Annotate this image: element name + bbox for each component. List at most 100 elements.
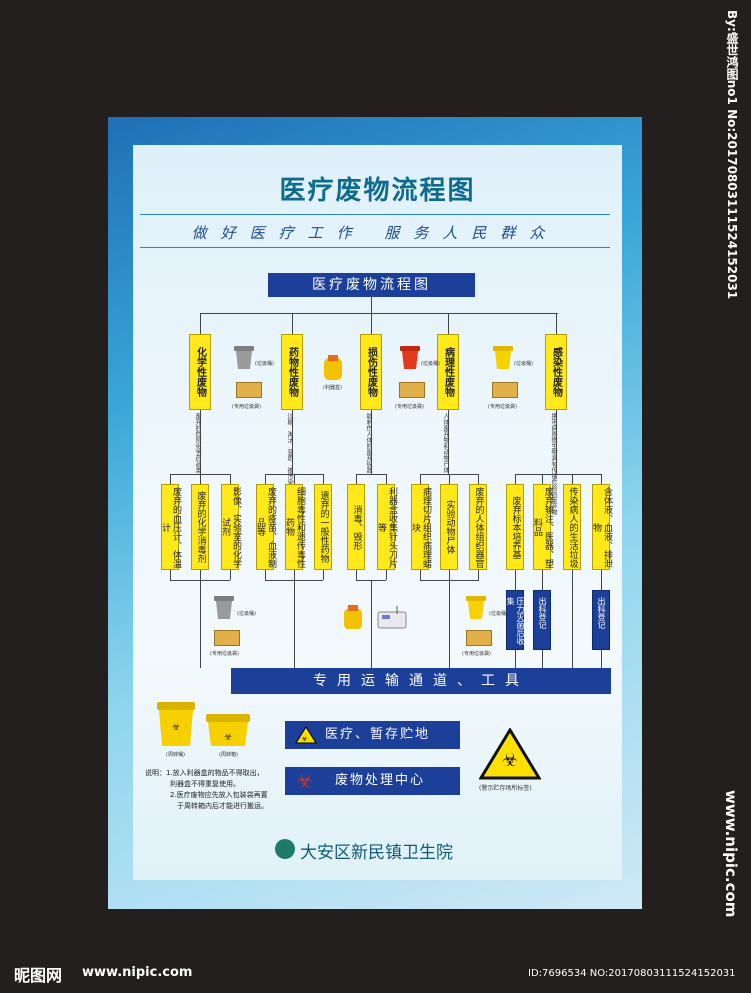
transfer-box-caption: (周转箱) xyxy=(219,752,238,758)
connector xyxy=(601,570,602,590)
hospital-logo-icon xyxy=(275,839,295,859)
sharps-container-icon xyxy=(322,355,344,381)
category-description: 人体废弃物和动物尸体 xyxy=(442,413,449,473)
disposal-center-box: ☣ 废物处理中心 xyxy=(285,767,460,795)
subitem-box: 病理切片组织病理蜡块 xyxy=(410,484,431,570)
connector xyxy=(371,297,372,313)
sharps-container-icon xyxy=(343,604,363,630)
bag-caption: (专用垃圾袋) xyxy=(395,404,424,410)
connector xyxy=(265,474,266,484)
warning-sign-caption: (警示贮存场所标签) xyxy=(479,785,532,792)
category-chemical: 化学性废物 xyxy=(189,334,211,410)
storage-label: 医疗、暂存贮地 xyxy=(325,727,431,742)
connector xyxy=(200,474,201,484)
connector xyxy=(601,650,602,668)
storage-box: ☣ 医疗、暂存贮地 xyxy=(285,721,460,749)
watermark-vertical: By:盛世鸿图no1 No:20170803111524152031 xyxy=(725,10,739,300)
sharps-caption: (利器盒) xyxy=(323,385,342,391)
connector xyxy=(371,580,372,668)
note-line: 2.医疗废物应先放入包装袋再置 xyxy=(170,791,268,799)
connector xyxy=(572,474,573,484)
watermark-id: ID:7696534 NO:20170803111524152031 xyxy=(528,968,736,979)
process-tag: 出科登记 xyxy=(533,590,551,650)
connector xyxy=(515,650,516,668)
connector xyxy=(371,313,372,335)
bag-caption: (专用垃圾袋) xyxy=(462,651,491,657)
connector xyxy=(542,474,543,484)
connector xyxy=(556,410,557,474)
connector xyxy=(170,570,171,580)
connector xyxy=(515,474,516,484)
note-line: 于周转箱内后才能进行搬运。 xyxy=(177,802,268,810)
hospital-name: 大安区新民镇卫生院 xyxy=(300,843,453,863)
connector xyxy=(292,313,293,335)
bin-caption: (垃圾桶) xyxy=(514,361,533,367)
connector xyxy=(386,570,387,580)
subitem-box: 遗弃的一般性药物 xyxy=(314,484,332,570)
subitem-box: 细胞毒性和遗传毒性药物 xyxy=(284,484,305,570)
subitem-box: 废弃的疫苗、血液制品等 xyxy=(255,484,276,570)
bag-caption: (专用垃圾袋) xyxy=(232,404,261,410)
connector xyxy=(448,313,449,335)
connector xyxy=(230,570,231,580)
waste-bag-label-icon xyxy=(399,382,425,398)
yellow-transfer-box-icon: ☣ xyxy=(205,712,251,748)
category-pathological: 病理性废物 xyxy=(437,334,459,410)
connector xyxy=(478,474,479,484)
connector xyxy=(572,570,573,668)
subitem-box: 废弃的化学消毒剂 xyxy=(191,484,209,570)
transfer-bin-caption: (周转桶) xyxy=(166,752,185,758)
category-pharmaceutical: 药物性废物 xyxy=(281,334,303,410)
connector xyxy=(420,474,421,484)
connector xyxy=(478,570,479,580)
watermark-brand: 昵图网 xyxy=(14,966,63,985)
process-tag: 出科登记 xyxy=(592,590,610,650)
svg-text:☣: ☣ xyxy=(224,732,233,743)
category-description: 携带病原微生物具有传播危险的废弃物 xyxy=(550,413,557,515)
connector xyxy=(200,313,201,335)
category-description: 能刺伤人体的废弃锐器 xyxy=(365,413,372,473)
waste-bag-label-icon xyxy=(214,630,240,646)
connector xyxy=(294,474,295,484)
biohazard-warning-sign-icon: ☣ xyxy=(478,727,542,780)
yellow-transfer-bin-icon: ☣ xyxy=(155,700,197,748)
connector xyxy=(449,474,450,484)
bin-caption: (垃圾桶) xyxy=(489,611,508,617)
subitem-box: 含体液、血液、排泄物 xyxy=(591,484,612,570)
category-description: 过期、淘汰、变质、被污染的废弃药品 xyxy=(286,413,293,515)
connector xyxy=(356,474,386,475)
connector xyxy=(420,570,421,580)
svg-text:☣: ☣ xyxy=(172,722,181,733)
connector xyxy=(515,570,516,590)
connector xyxy=(200,570,201,668)
connector xyxy=(448,410,449,474)
connector xyxy=(200,410,201,474)
subitem-box: 废弃输注、医器、塑料品 xyxy=(532,484,553,570)
subitem-box: 废弃的血压计、体温计 xyxy=(160,484,181,570)
watermark-site-vertical: www.nipic.com xyxy=(722,790,740,918)
connector xyxy=(601,474,602,484)
slogan-divider-bottom xyxy=(140,247,610,248)
watermark-url: www.nipic.com xyxy=(82,965,193,980)
biohazard-icon: ☣ xyxy=(295,770,317,792)
note-line: 说明：1.放入利器盒的物品不得取出， xyxy=(145,769,264,777)
poster-title: 医疗废物流程图 xyxy=(279,176,476,206)
connector xyxy=(200,313,558,314)
waste-bag-label-icon xyxy=(492,382,518,398)
subitem-box: 废弃的人体组织器官 xyxy=(469,484,487,570)
yellow-bin-icon xyxy=(492,344,514,370)
connector xyxy=(386,474,387,484)
subitem-box: 废弃标本培养基 xyxy=(506,484,524,570)
bag-caption: (专用垃圾袋) xyxy=(210,651,239,657)
yellow-bin-icon xyxy=(465,594,487,620)
transport-bar: 专用运输通道、工具 xyxy=(231,668,611,694)
category-infectious: 感染性废物 xyxy=(545,334,567,410)
gray-bin-icon xyxy=(233,344,255,370)
subitem-box: 传染病人的生活垃圾 xyxy=(563,484,581,570)
needle-destroyer-icon xyxy=(377,606,407,630)
bag-caption: (专用垃圾袋) xyxy=(488,404,517,410)
category-description: 废弃的危险化学药品类 xyxy=(194,413,201,473)
bin-caption: (垃圾桶) xyxy=(237,611,256,617)
connector xyxy=(323,474,324,484)
connector xyxy=(556,313,557,335)
